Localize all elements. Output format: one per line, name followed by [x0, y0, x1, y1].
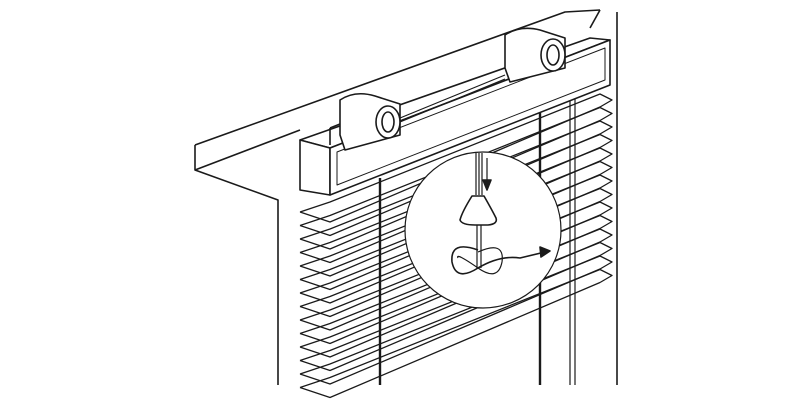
slat — [299, 268, 613, 399]
wall-outline — [194, 9, 618, 385]
mounting-bracket-right — [504, 27, 566, 83]
cord-tassel — [459, 195, 498, 226]
slat — [299, 255, 613, 385]
tilt-rod — [399, 74, 506, 123]
mounting-bracket-left — [339, 92, 401, 151]
slat — [299, 93, 613, 223]
cord-loop — [451, 246, 546, 275]
cord-detail-callout — [404, 151, 562, 309]
